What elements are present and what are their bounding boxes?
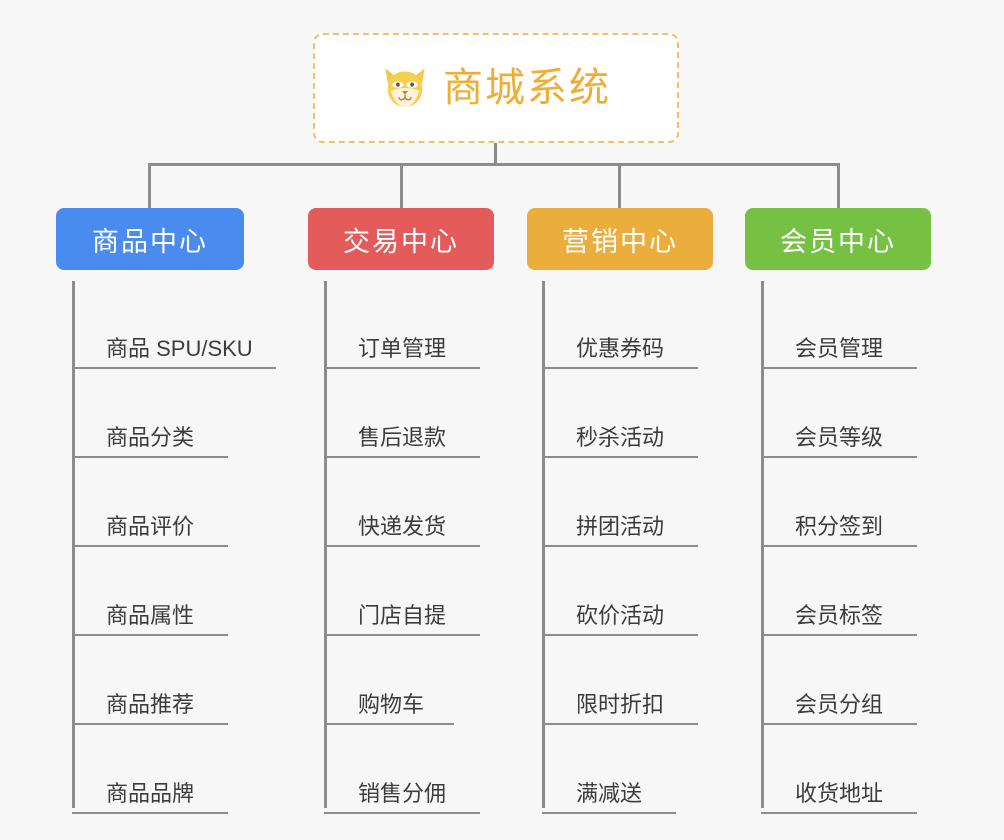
category-box-member-center[interactable]: 会员中心 bbox=[745, 208, 931, 270]
root-node-label: 商城系统 bbox=[443, 66, 611, 110]
category-label-product-center: 商品中心 bbox=[92, 226, 208, 257]
list-item[interactable]: 门店自提 bbox=[324, 574, 480, 636]
list-item[interactable]: 商品评价 bbox=[72, 485, 228, 547]
list-item[interactable]: 会员等级 bbox=[761, 396, 917, 458]
list-item[interactable]: 收货地址 bbox=[761, 752, 917, 814]
list-item[interactable]: 商品推荐 bbox=[72, 663, 228, 725]
list-item[interactable]: 优惠券码 bbox=[542, 307, 698, 369]
list-item[interactable]: 砍价活动 bbox=[542, 574, 698, 636]
shiba-dog-icon bbox=[385, 68, 425, 107]
list-item[interactable]: 会员管理 bbox=[761, 307, 917, 369]
list-item[interactable]: 满减送 bbox=[542, 752, 676, 814]
list-item[interactable]: 秒杀活动 bbox=[542, 396, 698, 458]
list-item[interactable]: 售后退款 bbox=[324, 396, 480, 458]
list-item[interactable]: 拼团活动 bbox=[542, 485, 698, 547]
category-label-trade-center: 交易中心 bbox=[343, 226, 459, 257]
root-node-shop-system[interactable]: 商城系统 bbox=[313, 33, 679, 143]
list-item[interactable]: 销售分佣 bbox=[324, 752, 480, 814]
list-item[interactable]: 商品品牌 bbox=[72, 752, 228, 814]
column-spine-trade-center bbox=[324, 281, 327, 808]
list-item[interactable]: 限时折扣 bbox=[542, 663, 698, 725]
category-box-trade-center[interactable]: 交易中心 bbox=[308, 208, 494, 270]
list-item[interactable]: 商品属性 bbox=[72, 574, 228, 636]
category-box-product-center[interactable]: 商品中心 bbox=[56, 208, 244, 270]
list-item[interactable]: 订单管理 bbox=[324, 307, 480, 369]
column-spine-member-center bbox=[761, 281, 764, 808]
category-label-marketing-center: 营销中心 bbox=[562, 226, 678, 257]
list-item[interactable]: 会员分组 bbox=[761, 663, 917, 725]
column-spine-marketing-center bbox=[542, 281, 545, 808]
list-item[interactable]: 积分签到 bbox=[761, 485, 917, 547]
connector-drop-member-center bbox=[837, 163, 840, 208]
column-spine-product-center bbox=[72, 281, 75, 808]
connector-drop-marketing-center bbox=[618, 163, 621, 208]
connector-bus-horizontal bbox=[148, 163, 840, 166]
list-item[interactable]: 商品分类 bbox=[72, 396, 228, 458]
connector-trunk-vertical bbox=[494, 143, 497, 166]
connector-drop-product-center bbox=[148, 163, 151, 208]
category-box-marketing-center[interactable]: 营销中心 bbox=[527, 208, 713, 270]
list-item[interactable]: 购物车 bbox=[324, 663, 454, 725]
list-item[interactable]: 商品 SPU/SKU bbox=[72, 307, 276, 369]
list-item[interactable]: 快递发货 bbox=[324, 485, 480, 547]
list-item[interactable]: 会员标签 bbox=[761, 574, 917, 636]
category-label-member-center: 会员中心 bbox=[780, 226, 896, 257]
connector-drop-trade-center bbox=[400, 163, 403, 208]
